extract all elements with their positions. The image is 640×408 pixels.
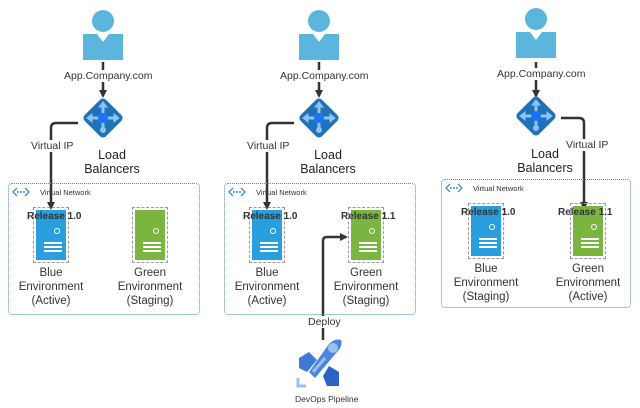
blue-release-label: Release 1.0: [27, 211, 82, 222]
virtual-network-label: Virtual Network: [473, 184, 524, 193]
virtual-network-boundary: [224, 183, 416, 315]
devops-pipeline-label: DevOps Pipeline: [295, 394, 359, 404]
user-icon: [516, 8, 556, 58]
domain-label: App.Company.com: [279, 70, 370, 82]
load-balancer-icon: [299, 98, 339, 138]
deploy-label: Deploy: [307, 316, 342, 328]
virtual-network-icon: [228, 187, 246, 197]
blue-environment-server-icon: [33, 207, 69, 263]
green-environment-server-icon: [348, 207, 384, 263]
blue-environment-server-icon: [468, 203, 504, 259]
virtual-network-boundary: [8, 183, 200, 315]
virtual-ip-label: Virtual IP: [30, 140, 75, 152]
virtual-ip-label: Virtual IP: [246, 140, 291, 152]
virtual-network-label: Virtual Network: [256, 188, 307, 197]
user-icon: [299, 10, 339, 60]
domain-label: App.Company.com: [496, 68, 587, 80]
virtual-network-label: Virtual Network: [40, 188, 91, 197]
green-release-label: Release 1.1: [558, 207, 613, 218]
virtual-network-boundary: [441, 179, 631, 308]
blue-environment-server-icon: [249, 207, 285, 263]
blue-release-label: Release 1.0: [461, 207, 516, 218]
load-balancer-icon: [83, 98, 123, 138]
virtual-network-icon: [12, 187, 30, 197]
virtual-network-icon: [445, 183, 463, 193]
user-icon: [83, 10, 123, 60]
green-environment-server-icon: [132, 207, 168, 263]
virtual-ip-label: Virtual IP: [565, 139, 610, 151]
green-release-label: Release 1.1: [341, 211, 396, 222]
load-balancer-icon: [516, 96, 556, 136]
devops-pipeline-icon: [296, 339, 342, 388]
domain-label: App.Company.com: [63, 70, 154, 82]
green-environment-server-icon: [570, 203, 606, 259]
blue-release-label: Release 1.0: [243, 211, 298, 222]
